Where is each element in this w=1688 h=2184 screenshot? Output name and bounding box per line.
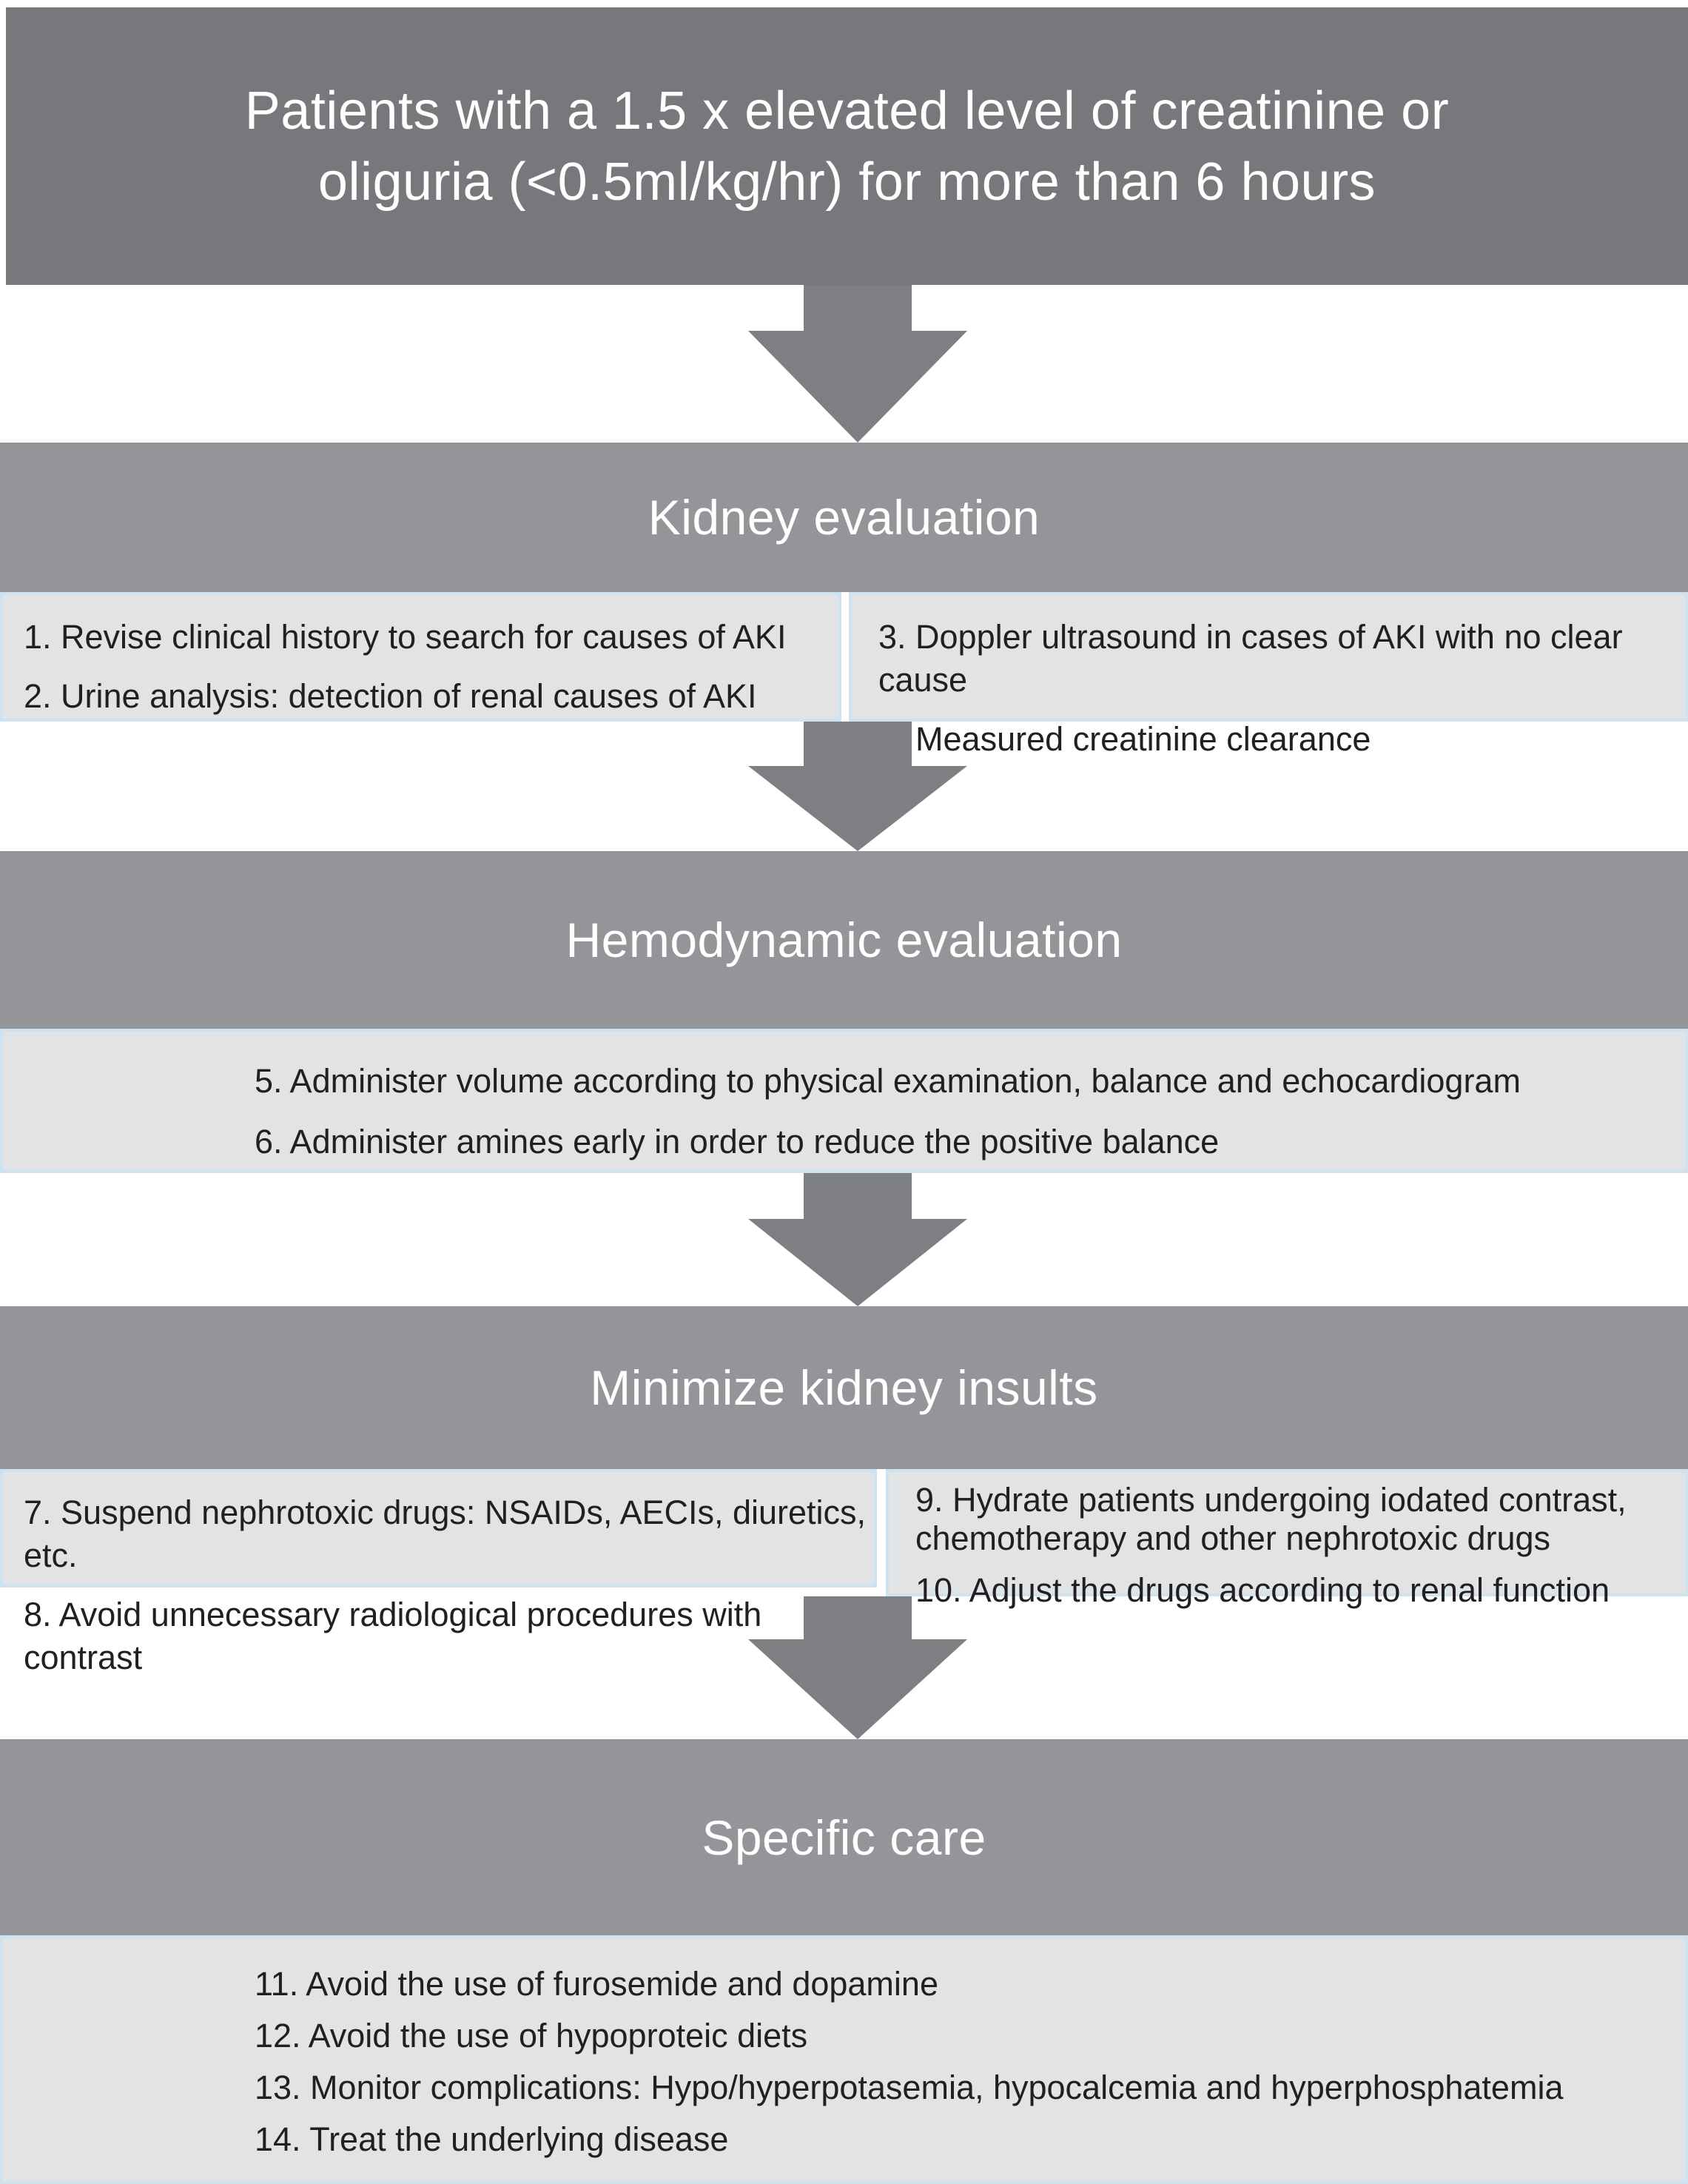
kidney-evaluation-left-box: 1. Revise clinical history to search for… [0,592,841,722]
down-arrow-stem [803,722,912,766]
down-arrow-head [747,331,967,443]
list-item: 10. Adjust the drugs according to renal … [915,1571,1610,1609]
specific-care-items-row: 11. Avoid the use of furosemide and dopa… [0,1935,1688,2184]
hemodynamic-evaluation-items-row: 5. Administer volume according to physic… [0,1029,1688,1173]
kidney-evaluation-items-row: 1. Revise clinical history to search for… [0,592,1688,758]
list-item: 5. Administer volume according to physic… [255,1062,1521,1100]
down-arrow-icon [13,1173,1688,1306]
list-item: 9. Hydrate patients undergoing iodated c… [915,1481,1627,1557]
section-title: Specific care [702,1810,986,1865]
specific-care-box: 11. Avoid the use of furosemide and dopa… [0,1935,1688,2184]
list-item: 13. Monitor complications: Hypo/hyperpot… [255,2069,1564,2106]
section-header-specific-care: Specific care [0,1739,1688,1935]
down-arrow-stem [803,285,912,331]
kidney-evaluation-right-box: 3. Doppler ultrasound in cases of AKI wi… [849,592,1688,758]
section-title: Kidney evaluation [648,490,1040,545]
down-arrow-head [747,766,967,851]
section-header-minimize-kidney-insults: Minimize kidney insults [0,1306,1688,1469]
list-item: 12. Avoid the use of hypoproteic diets [255,2017,808,2054]
section-header-hemodynamic-evaluation: Hemodynamic evaluation [0,851,1688,1029]
list-item: 3. Doppler ultrasound in cases of AKI wi… [878,618,1623,699]
section-title: Minimize kidney insults [590,1360,1098,1415]
list-item: 2. Urine analysis: detection of renal ca… [24,677,757,715]
entry-criteria-box: Patients with a 1.5 x elevated level of … [6,7,1688,285]
minimize-kidney-insults-items-row: 7. Suspend nephrotoxic drugs: NSAIDs, AE… [0,1469,1688,1676]
down-arrow-icon [13,285,1688,443]
entry-criteria-text: Patients with a 1.5 x elevated level of … [244,81,1450,212]
hemodynamic-evaluation-box: 5. Administer volume according to physic… [0,1029,1688,1173]
list-item: 6. Administer amines early in order to r… [255,1123,1220,1160]
down-arrow-stem [803,1596,912,1639]
list-item: 8. Avoid unnecessary radiological proced… [24,1596,762,1676]
list-item: 4. Measured creatinine clearance [878,720,1371,758]
minimize-insults-left-box: 7. Suspend nephrotoxic drugs: NSAIDs, AE… [0,1469,877,1676]
down-arrow-icon [13,1596,1688,1739]
section-header-kidney-evaluation: Kidney evaluation [0,443,1688,592]
section-title: Hemodynamic evaluation [565,913,1123,967]
list-item: 1. Revise clinical history to search for… [24,618,787,656]
down-arrow-head [747,1639,967,1739]
down-arrow-head [747,1219,967,1306]
list-item: 14. Treat the underlying disease [255,2120,729,2158]
list-item: 11. Avoid the use of furosemide and dopa… [255,1965,938,2003]
list-item: 7. Suspend nephrotoxic drugs: NSAIDs, AE… [24,1493,867,1574]
minimize-insults-right-box: 9. Hydrate patients undergoing iodated c… [886,1469,1688,1609]
down-arrow-stem [803,1173,912,1219]
down-arrow-icon [13,722,1688,851]
